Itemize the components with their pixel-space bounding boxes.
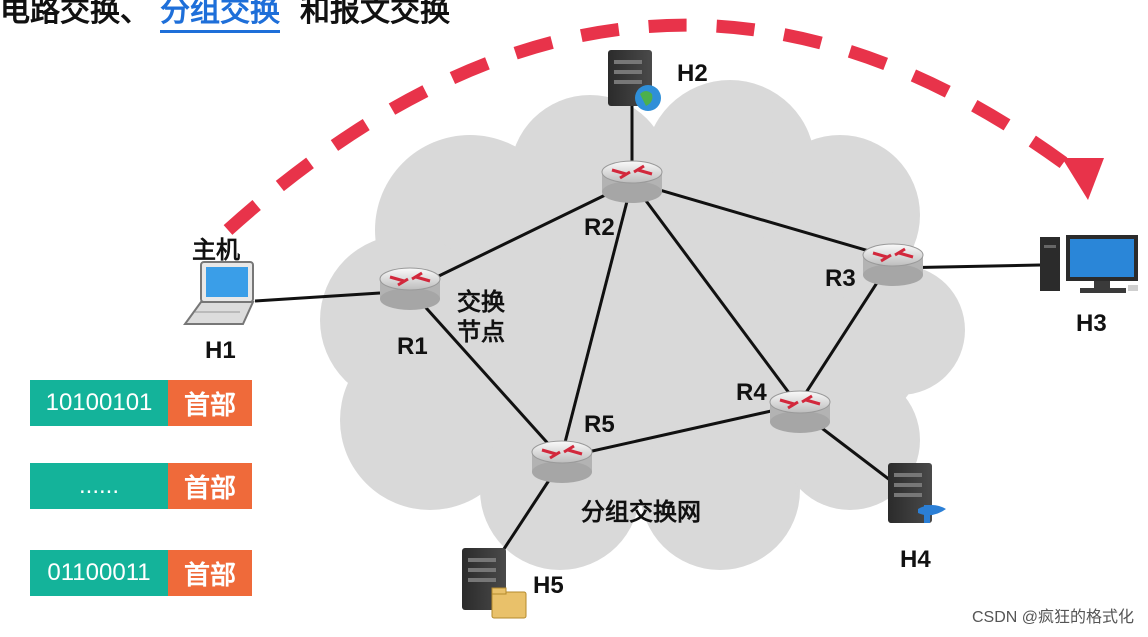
- h5-label: H5: [533, 572, 564, 599]
- packet-payload: 10100101: [30, 380, 168, 426]
- r3-label: R3: [825, 265, 856, 292]
- router-r2: [601, 160, 663, 203]
- packet: 10100101 首部: [30, 380, 252, 426]
- router-r4: [769, 390, 831, 433]
- h3-label: H3: [1076, 310, 1107, 337]
- h2-label: H2: [677, 60, 708, 87]
- title-highlight: 分组交换: [160, 0, 280, 33]
- web-server-icon: [608, 50, 661, 111]
- packet-header: 首部: [168, 463, 252, 509]
- switch-node-label-line1: 交换: [457, 289, 505, 316]
- packet-header: 首部: [168, 380, 252, 426]
- desktop-computer-icon: [1040, 235, 1138, 293]
- h4-label: H4: [900, 546, 931, 573]
- laptop-icon: [183, 261, 255, 325]
- r5-label: R5: [584, 411, 615, 438]
- host-caption: 主机: [192, 237, 240, 264]
- router-r3: [862, 243, 924, 286]
- transmission-arc: [223, 18, 1084, 235]
- h1-label: H1: [205, 337, 236, 364]
- title-part1: 电路交换、: [0, 0, 150, 28]
- switch-node-label-line2: 节点: [457, 319, 505, 346]
- title-part3: 和报文交换: [300, 0, 450, 28]
- arc-arrowhead: [1062, 158, 1104, 200]
- router-r5: [531, 440, 593, 483]
- watermark: CSDN @疯狂的格式化: [971, 609, 1134, 626]
- r1-label: R1: [397, 333, 428, 360]
- router-r1: [379, 267, 441, 310]
- r4-label: R4: [736, 379, 767, 406]
- media-server-icon: [888, 463, 946, 523]
- packet: ...... 首部: [30, 463, 252, 509]
- links: [254, 105, 1041, 556]
- packet: 01100011 首部: [30, 550, 252, 596]
- file-server-icon: [462, 548, 527, 619]
- r2-label: R2: [584, 214, 615, 241]
- network-name: 分组交换网: [581, 499, 701, 526]
- packet-header: 首部: [168, 550, 252, 596]
- packet-payload: ......: [30, 463, 168, 509]
- packet-payload: 01100011: [30, 550, 168, 596]
